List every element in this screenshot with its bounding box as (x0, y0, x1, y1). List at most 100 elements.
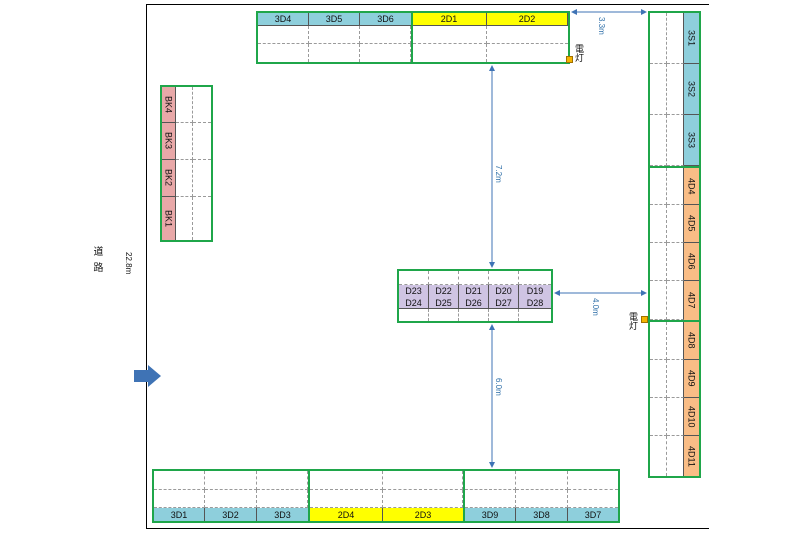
shelf-cell (650, 398, 667, 436)
road-width-dimension: 22.8m (124, 252, 133, 275)
shelf-cell (399, 309, 429, 321)
shelf-cell (650, 360, 667, 398)
shelf-cell (413, 26, 487, 44)
shelf-cell (667, 360, 684, 398)
shelf-cell (667, 281, 684, 320)
shelf-cell (465, 471, 516, 490)
shelf-cell (667, 168, 684, 205)
shelf-cell (176, 197, 193, 240)
shelf-cell (489, 271, 519, 285)
shelf-cell (650, 115, 667, 166)
shelf-cell (429, 271, 459, 285)
shelf-label-3d5: 3D5 (309, 13, 360, 26)
shelf-cell (487, 26, 568, 44)
shelf-label-4d4: 4D4 (684, 168, 699, 205)
shelf-label-3s1: 3S1 (684, 13, 699, 64)
lamp-label: 電灯 (628, 312, 638, 330)
shelf-divider (648, 166, 701, 168)
shelf-cell (360, 44, 411, 62)
shelf-label-d24: D24 (399, 297, 429, 309)
shelf-cell (650, 436, 667, 476)
shelf-cell (310, 490, 383, 508)
shelf-cell (429, 309, 459, 321)
shelf-cell (667, 205, 684, 243)
dimension-label-center-right: 4.0m (591, 298, 600, 316)
entrance-arrow-icon (134, 365, 161, 387)
shelf-label-4d5: 4D5 (684, 205, 699, 243)
shelf-cell (568, 490, 618, 508)
shelf-label-d20: D20 (489, 285, 519, 297)
shelf-label-bk3: BK3 (162, 123, 176, 160)
shelf-cell (154, 490, 205, 508)
shelf-cell (667, 13, 684, 64)
shelf-cell (193, 160, 211, 197)
shelf-label-3d4: 3D4 (258, 13, 309, 26)
shelf-cell (205, 490, 257, 508)
shelf-cell (193, 87, 211, 123)
shelf-cell (176, 160, 193, 197)
shelf-cell (667, 64, 684, 115)
shelf-divider (308, 469, 310, 523)
room-wall-top (146, 4, 709, 5)
shelf-cell (257, 490, 308, 508)
room-wall-bottom (146, 528, 709, 529)
shelf-cell (413, 44, 487, 62)
shelf-cell (257, 471, 308, 490)
shelf-cell (193, 123, 211, 160)
shelf-cell (667, 243, 684, 281)
shelf-label-4d9: 4D9 (684, 360, 699, 398)
shelf-cell (519, 271, 551, 285)
shelf-label-2d1: 2D1 (412, 13, 487, 26)
shelf-label-bk4: BK4 (162, 87, 176, 123)
road-label: 道路 (91, 246, 102, 278)
shelf-label-bk1: BK1 (162, 197, 176, 240)
shelf-cell (310, 471, 383, 490)
shelf-label-3d3: 3D3 (257, 508, 308, 521)
shelf-label-2d2: 2D2 (487, 13, 568, 26)
shelf-label-d28: D28 (519, 297, 551, 309)
shelf-cell (667, 115, 684, 166)
shelf-label-4d8: 4D8 (684, 322, 699, 360)
shelf-cell (650, 205, 667, 243)
shelf-label-4d10: 4D10 (684, 398, 699, 436)
shelf-cell (650, 168, 667, 205)
shelf-label-d23: D23 (399, 285, 429, 297)
shelf-divider (463, 469, 465, 523)
shelf-cell (383, 490, 463, 508)
shelf-cell (309, 26, 360, 44)
shelf-cell (650, 13, 667, 64)
shelf-cell (459, 271, 489, 285)
dimension-label-vertical-top: 7.2m (494, 165, 503, 183)
shelf-cell (205, 471, 257, 490)
shelf-label-3d2: 3D2 (205, 508, 257, 521)
lamp-label: 電灯 (574, 44, 584, 62)
shelf-label-3s2: 3S2 (684, 64, 699, 115)
dimension-label-vertical-bottom: 6.0m (494, 378, 503, 396)
lamp-icon (641, 316, 648, 323)
shelf-cell (258, 26, 309, 44)
shelf-label-4d11: 4D11 (684, 436, 699, 476)
shelf-label-3s3: 3S3 (684, 115, 699, 166)
shelf-label-4d6: 4D6 (684, 243, 699, 281)
shelf-cell (258, 44, 309, 62)
shelf-label-3d7: 3D7 (568, 508, 618, 521)
shelf-cell (465, 490, 516, 508)
shelf-label-3d9: 3D9 (465, 508, 516, 521)
shelf-cell (516, 490, 568, 508)
dimension-label-top-right: 3.3m (597, 17, 606, 35)
shelf-label-d21: D21 (459, 285, 489, 297)
shelf-cell (650, 64, 667, 115)
shelf-cell (154, 471, 205, 490)
shelf-label-d22: D22 (429, 285, 459, 297)
room-wall-left (146, 4, 147, 529)
shelf-cell (568, 471, 618, 490)
shelf-label-bk2: BK2 (162, 160, 176, 197)
shelf-cell (516, 471, 568, 490)
shelf-cell (667, 398, 684, 436)
shelf-cell (650, 243, 667, 281)
shelf-label-d27: D27 (489, 297, 519, 309)
shelf-cell (383, 471, 463, 490)
shelf-cell (667, 322, 684, 360)
shelf-label-d25: D25 (429, 297, 459, 309)
